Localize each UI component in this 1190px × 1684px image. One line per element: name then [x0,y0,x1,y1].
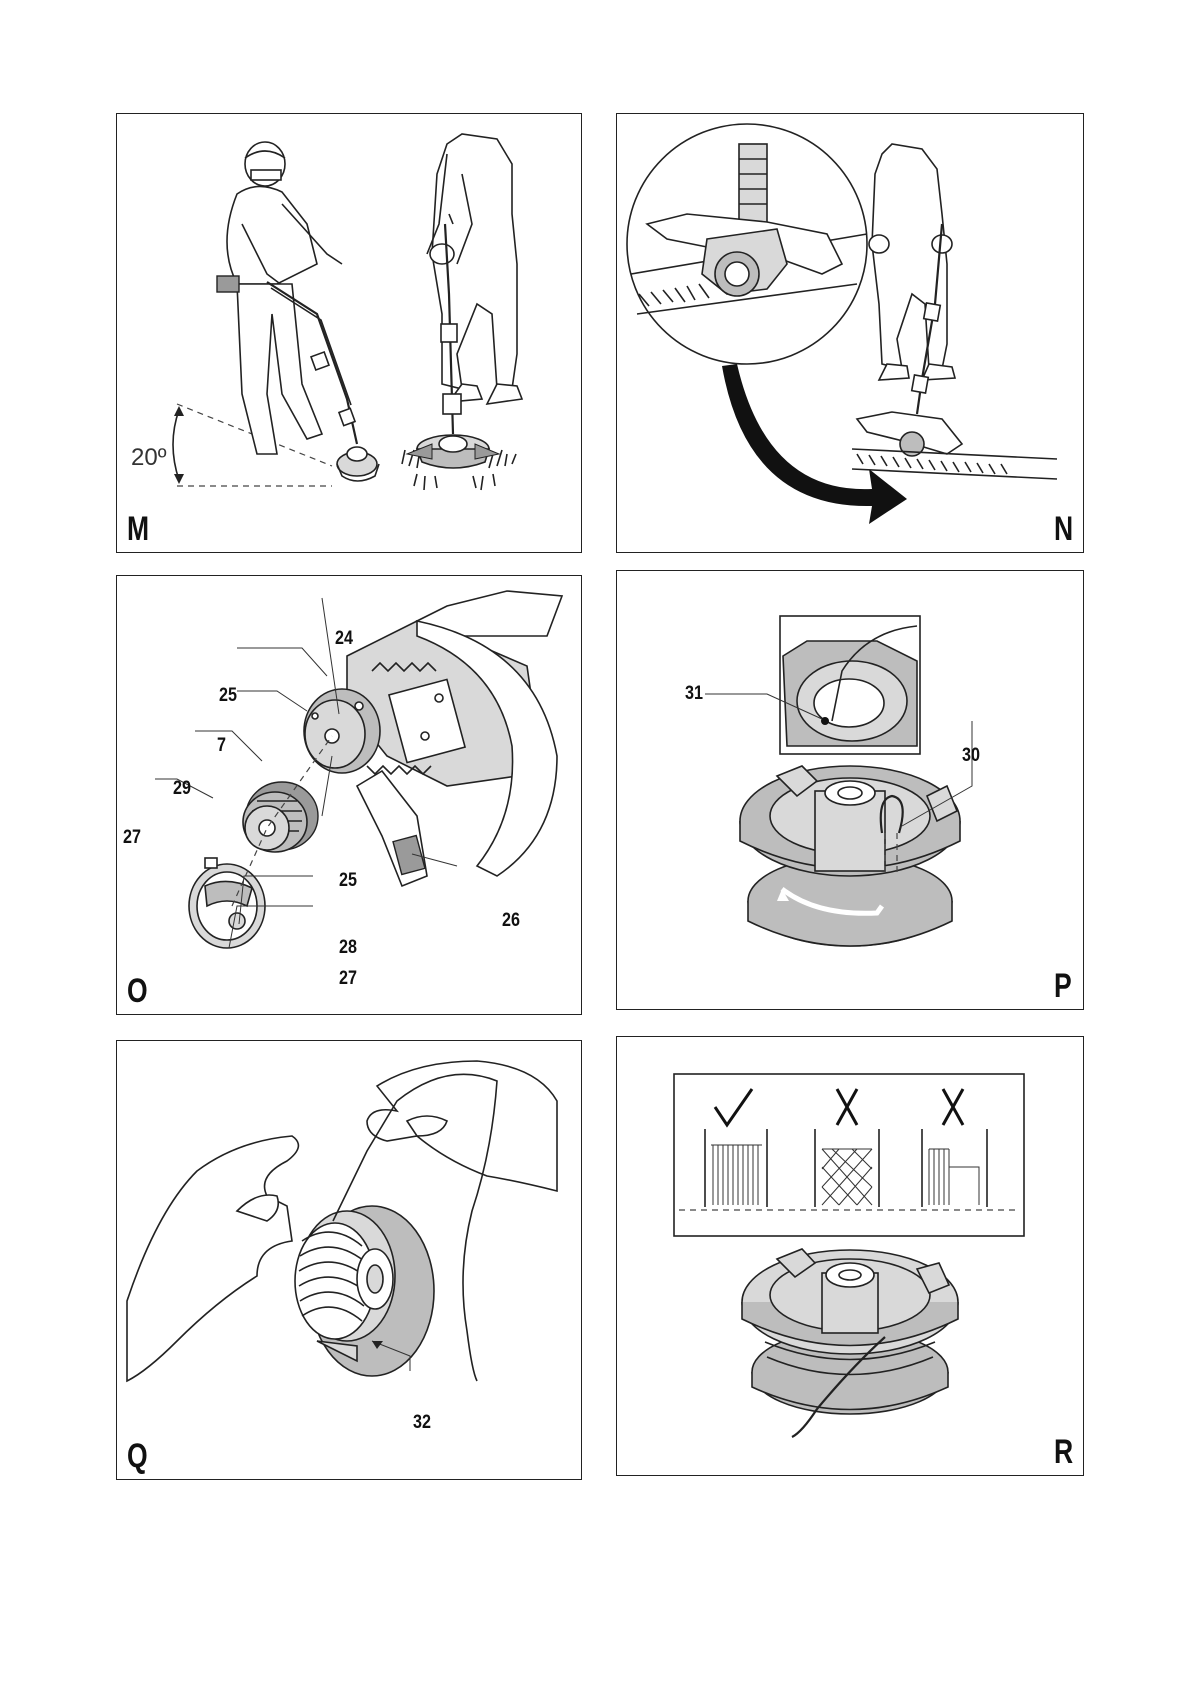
panel-letter-o: O [127,974,148,1008]
illustration-spool-line-insertion [617,571,1084,1010]
callout-25-top: 25 [219,686,237,705]
callout-7: 7 [217,736,226,755]
panel-letter-n: N [1054,512,1073,546]
callout-26: 26 [502,911,520,930]
panel-letter-m: M [127,512,149,546]
angle-label: 20º [131,446,166,470]
callout-32: 32 [413,1413,431,1432]
panel-letter-r: R [1054,1435,1073,1469]
callout-28: 28 [339,938,357,957]
illustration-edge-trimming [617,114,1084,553]
callout-31: 31 [685,684,703,703]
figure-panel-q: 32 Q [116,1040,582,1480]
panel-letter-p: P [1054,969,1072,1003]
callout-27-left: 27 [123,828,141,847]
illustration-winding-line [117,1041,582,1480]
figure-panel-p: 31 30 P [616,570,1084,1010]
illustration-correct-winding [617,1037,1084,1476]
illustration-trimmer-operation-angle [117,114,582,553]
callout-30: 30 [962,746,980,765]
panel-letter-q: Q [127,1439,148,1473]
callout-27-bottom: 27 [339,969,357,988]
figure-panel-o: 24 25 7 29 27 25 26 28 27 O [116,575,582,1015]
callout-29: 29 [173,779,191,798]
figure-panel-m: 20º M [116,113,582,553]
figure-panel-r: R [616,1036,1084,1476]
callout-24: 24 [335,629,353,648]
callout-25-bottom: 25 [339,871,357,890]
figure-panel-n: N [616,113,1084,553]
